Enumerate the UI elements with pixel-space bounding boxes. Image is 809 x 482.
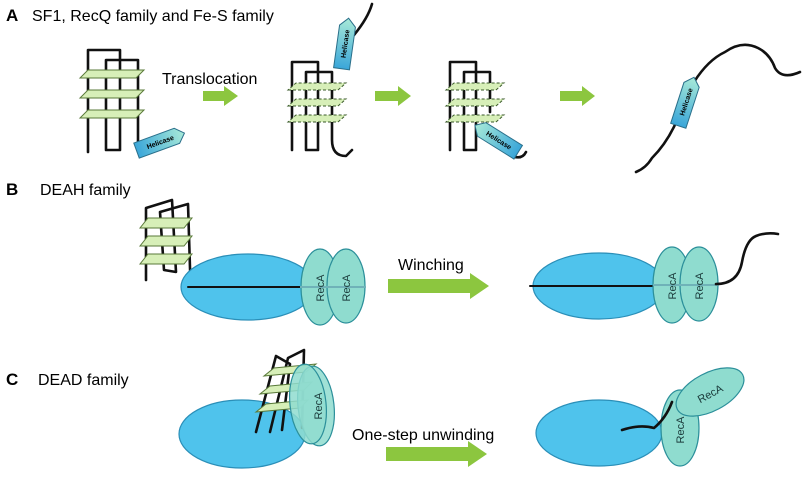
reca-domains-b1: RecA RecA: [300, 248, 366, 326]
helicase-a3: Helicase: [470, 117, 523, 160]
g-quadruplex-unwinding: [444, 60, 528, 159]
helicase-a1: Helicase: [133, 125, 188, 159]
reca-domain: [289, 363, 327, 445]
reca-domain: [675, 367, 745, 417]
translocation-label: Translocation: [162, 71, 257, 88]
helicase-core-ellipse: [178, 399, 306, 469]
arrow-a3: [560, 86, 595, 106]
panel-a: A SF1, RecQ family and Fe-S family Helic…: [6, 2, 802, 174]
panel-title-c: DEAD family: [38, 372, 129, 389]
reca-label: RecA: [675, 416, 687, 444]
panel-letter-c: C: [6, 370, 18, 389]
helicase-label: Helicase: [341, 29, 352, 58]
one-step-unwinding-label: One-step unwinding: [352, 427, 494, 444]
arrow-winching: [388, 273, 489, 299]
released-strand: [714, 232, 780, 286]
reca-label: RecA: [313, 392, 325, 420]
helicase-a4: Helicase: [670, 74, 703, 129]
reca-domains-b2: RecA RecA: [652, 246, 719, 324]
reca-domains-c1: RecA: [289, 363, 335, 447]
g-quadruplex-destabilizing: [286, 2, 374, 158]
reca-domains-c2: RecA RecA: [660, 367, 745, 467]
reca-label: RecA: [341, 274, 353, 302]
arrow-a1: [203, 86, 238, 106]
bound-strand: [620, 400, 674, 432]
panel-c: C DEAD family RecA One-step unwinding Re…: [6, 348, 745, 469]
panel-b: B DEAH family RecA RecA Winching: [6, 180, 780, 326]
panel-title-b: DEAH family: [40, 182, 131, 199]
panel-letter-b: B: [6, 180, 18, 199]
reca-label: RecA: [694, 272, 706, 300]
helicase-core-ellipse: [535, 399, 663, 467]
reca-label: RecA: [315, 274, 327, 302]
arrow-one-step: [386, 441, 487, 467]
unwound-strand: [634, 43, 802, 174]
panel-title-a: SF1, RecQ family and Fe-S family: [32, 8, 274, 25]
winching-label: Winching: [398, 257, 464, 274]
helicase-a2: Helicase: [333, 16, 358, 71]
arrow-a2: [375, 86, 411, 106]
reca-label: RecA: [667, 272, 679, 300]
panel-letter-a: A: [6, 6, 18, 25]
